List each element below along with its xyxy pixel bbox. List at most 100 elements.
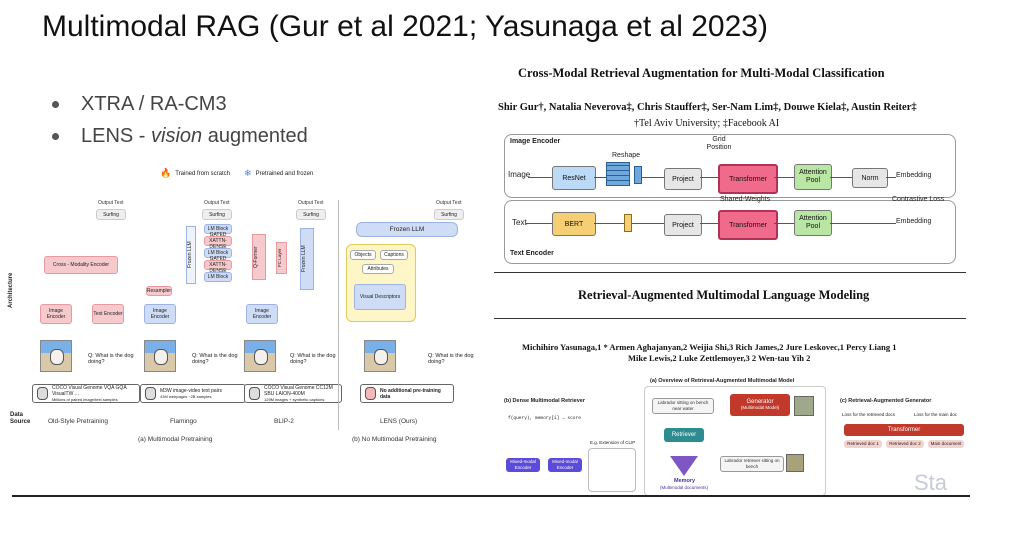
output-text-label: Output Text xyxy=(204,200,230,206)
image-encoder: Image Encoder xyxy=(144,304,176,324)
question-text: Q: What is the dog doing? xyxy=(428,353,474,365)
bullet-item: XTRA / RA-CM3 xyxy=(52,88,308,120)
text-encoder-panel xyxy=(504,200,956,264)
database-icon xyxy=(249,387,260,400)
dog-image xyxy=(40,340,72,372)
watermark-text: Sta xyxy=(914,470,948,495)
fc-layer: FC Layer xyxy=(276,242,287,274)
snowflake-icon: ❄ xyxy=(244,168,252,178)
paper-authors-line2: Mike Lewis,2 Luke Zettlemoyer,3 2 Wen-ta… xyxy=(628,353,811,363)
embedding-label: Embedding xyxy=(896,218,932,225)
image-input-label: Image xyxy=(508,170,531,179)
attention-pool-module: Attention Pool xyxy=(794,210,832,236)
arrow xyxy=(886,177,896,178)
output-text-label: Output Text xyxy=(298,200,324,206)
gated-xattn: GATED XATTN-DENSE xyxy=(204,256,232,274)
arrow xyxy=(642,177,664,178)
database-icon xyxy=(145,387,156,400)
paper-title: Retrieval-Augmented Multimodal Language … xyxy=(578,288,870,302)
panel-c-label: (c) Retrieval-Augmented Generator xyxy=(840,398,932,404)
data-source-side-label: Data Source xyxy=(10,412,31,425)
output-surfing: Surfing xyxy=(202,209,232,220)
resampler: Resampler xyxy=(146,286,172,296)
question-text: Q: What is the dog doing? xyxy=(192,353,238,365)
qformer: Q-Former xyxy=(252,234,266,280)
lm-block: LM Block xyxy=(204,272,232,282)
output-surfing: Surfing xyxy=(296,209,326,220)
memory-sub-label: (Multimodal documents) xyxy=(660,485,709,490)
arrow xyxy=(594,223,624,224)
data-source-box: No additional pre-training data xyxy=(360,384,454,403)
arrow xyxy=(830,223,896,224)
dog-image xyxy=(144,340,176,372)
bullet-text: LENS - vision augmented xyxy=(81,124,308,147)
generated-image xyxy=(794,396,814,416)
arrow xyxy=(700,223,718,224)
embedding-label: Embedding xyxy=(896,172,932,179)
mixed-modal-encoder: Mixed-modal Encoder xyxy=(548,458,582,472)
resnet-module: ResNet xyxy=(552,166,596,190)
section-separator xyxy=(494,318,966,319)
feature-vector-icon xyxy=(634,166,642,184)
bullet-list: XTRA / RA-CM3 LENS - vision augmented xyxy=(52,88,308,152)
clip-panel xyxy=(588,448,636,492)
token-vector-icon xyxy=(624,214,632,232)
bullet-dot-icon xyxy=(52,100,59,108)
clip-extension-label: E.g. Extension of CLIP xyxy=(590,440,636,445)
main-document-tag: Main document xyxy=(928,440,964,448)
arrow xyxy=(830,177,852,178)
flamingo-frozen-llm: Frozen LLM xyxy=(186,226,196,284)
lm-block: LM Block xyxy=(204,248,232,258)
image-encoder-panel xyxy=(504,134,956,198)
memory-icon xyxy=(670,456,698,476)
bullet-dot-icon xyxy=(52,132,59,140)
transformer-module: Transformer xyxy=(844,424,964,436)
text-encoder: Text Encoder xyxy=(92,304,124,324)
database-icon xyxy=(365,387,376,400)
question-text: Q: What is the dog doing? xyxy=(88,353,134,365)
image-encoder: Image Encoder xyxy=(246,304,278,324)
panel-a-label: (a) Overview of Retrieval-Augmented Mult… xyxy=(650,378,795,384)
arrow xyxy=(528,177,552,178)
generator-module: Generator(Multimodal Model) xyxy=(730,394,790,416)
retrieved-image xyxy=(786,454,804,472)
lens-caption: LENS (Ours) xyxy=(380,418,418,425)
bullet-text: XTRA / RA-CM3 xyxy=(81,92,227,115)
visual-descriptors: Visual Descriptors xyxy=(354,284,406,310)
project-module: Project xyxy=(664,214,702,236)
transformer-module: Transformer xyxy=(718,164,778,194)
contrastive-loss-label: Contrastive Loss xyxy=(892,196,945,203)
gated-xattn: GATED XATTN-DENSE xyxy=(204,232,232,250)
loss-main-label: Loss for the main doc xyxy=(914,412,958,417)
mixed-modal-encoder: Mixed-modal Encoder xyxy=(506,458,540,472)
grid-position-label: Grid Position xyxy=(706,136,732,151)
paper-authors: Shir Gur†, Natalia Neverova‡, Chris Stau… xyxy=(498,102,917,113)
objects-box: Objects xyxy=(350,250,376,260)
arrow xyxy=(526,223,552,224)
slide-title: Multimodal RAG (Gur et al 2021; Yasunaga… xyxy=(42,10,768,43)
section-separator xyxy=(494,272,966,273)
paper-affiliations: †Tel Aviv University; ‡Facebook AI xyxy=(634,118,780,129)
query-score-code: f(query), memory[i] → score xyxy=(508,416,581,421)
arrow xyxy=(774,223,794,224)
group-caption-b: (b) No Multimodal Pretraining xyxy=(352,436,437,443)
image-encoder: Image Encoder xyxy=(40,304,72,324)
transformer-module: Transformer xyxy=(718,210,778,240)
project-module: Project xyxy=(664,168,702,190)
dog-image xyxy=(244,340,276,372)
cross-modality-encoder: Cross - Modality Encoder xyxy=(44,256,118,274)
lm-block: LM Block xyxy=(204,224,232,234)
query-text-box: Labrador sitting on bench near water xyxy=(652,398,714,414)
output-surfing: Surfing xyxy=(96,209,126,220)
arrow xyxy=(700,177,718,178)
arrow xyxy=(774,177,794,178)
text-input-label: Text xyxy=(512,218,527,227)
group-caption-a: (a) Multimodal Pretraining xyxy=(138,436,213,443)
lens-frozen-llm: Frozen LLM xyxy=(356,222,458,237)
bottom-rule xyxy=(12,495,970,497)
panel-b-label: (b) Dense Multimodal Retriever xyxy=(504,398,585,404)
bert-module: BERT xyxy=(552,212,596,236)
norm-module: Norm xyxy=(852,168,888,188)
